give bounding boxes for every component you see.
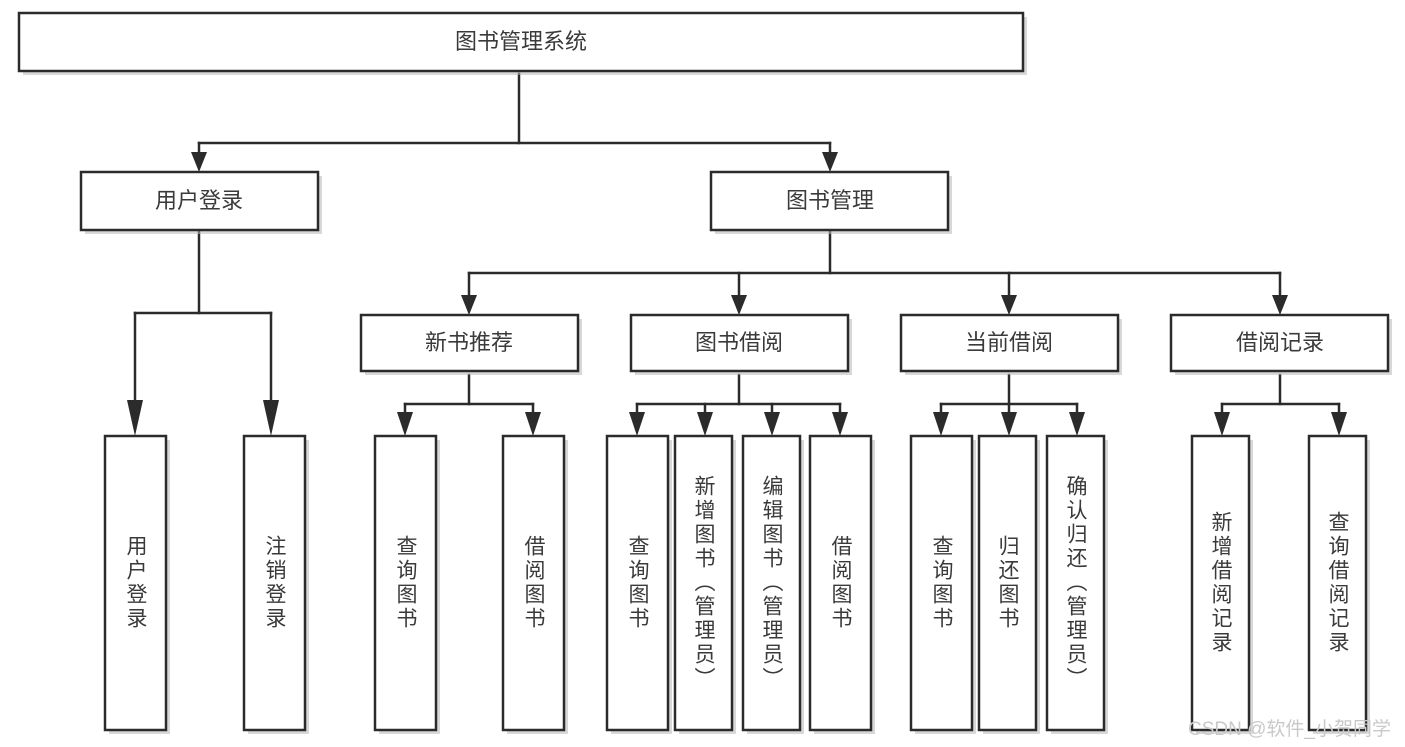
label-leaf-confirm-return: 确认归还（管理员） [1064, 475, 1087, 691]
connector-layer [127, 72, 1347, 436]
node-leaf-query-book-3[interactable] [909, 434, 974, 732]
vertical-label-layer: 用户登录 注销登录 查询图书 借阅图书 查询图书 [124, 475, 1349, 691]
node-layer [17, 11, 1392, 734]
node-leaf-query-record[interactable] [1307, 434, 1368, 732]
node-newbook[interactable] [359, 313, 580, 373]
label-leaf-query-book-2: 查询图书 [626, 535, 649, 631]
arrowhead-leaf-add-book-icon [697, 412, 713, 436]
label-leaf-query-book-3: 查询图书 [930, 535, 953, 631]
arrowhead-borrow-icon [731, 295, 747, 315]
arrowhead-leaf-user-login-icon [127, 400, 143, 436]
label-leaf-add-book: 新增图书（管理员） [692, 475, 715, 691]
node-leaf-user-login[interactable] [103, 434, 168, 732]
node-login[interactable] [79, 170, 320, 232]
label-leaf-edit-book: 编辑图书（管理员） [760, 475, 783, 691]
node-leaf-query-book-1[interactable] [373, 434, 438, 732]
arrowhead-leaf-query-book-3-icon [933, 412, 949, 436]
node-bookmgr[interactable] [709, 170, 950, 232]
arrowhead-leaf-query-record-icon [1331, 412, 1347, 436]
arrowhead-leaf-user-logout-icon [263, 400, 279, 436]
arrowhead-records-icon [1272, 295, 1288, 315]
label-leaf-return-book: 归还图书 [996, 535, 1019, 631]
arrowhead-leaf-add-record-icon [1214, 412, 1230, 436]
arrowhead-bookmgr-icon [822, 152, 838, 172]
node-leaf-borrow-book-1[interactable] [501, 434, 566, 732]
arrowhead-leaf-edit-book-icon [764, 412, 780, 436]
arrowhead-leaf-borrow-book-1-icon [525, 412, 541, 436]
node-leaf-borrow-book-2[interactable] [808, 434, 873, 732]
label-root: 图书管理系统 [455, 29, 587, 54]
node-leaf-add-book[interactable] [673, 434, 734, 732]
node-leaf-user-logout[interactable] [242, 434, 307, 732]
label-bookmgr: 图书管理 [786, 188, 874, 213]
node-leaf-query-book-2[interactable] [605, 434, 670, 732]
arrowhead-current-icon [1001, 295, 1017, 315]
arrowhead-leaf-query-book-1-icon [397, 412, 413, 436]
label-leaf-query-book-1: 查询图书 [394, 535, 417, 631]
label-login: 用户登录 [155, 188, 243, 213]
label-newbook: 新书推荐 [425, 330, 513, 355]
label-records: 借阅记录 [1236, 330, 1324, 355]
label-leaf-user-login: 用户登录 [124, 535, 147, 631]
node-current[interactable] [899, 313, 1120, 373]
node-records[interactable] [1169, 313, 1390, 373]
arrowhead-leaf-confirm-return-icon [1069, 412, 1085, 436]
csdn-watermark: CSDN @软件_小贺同学 [1188, 719, 1391, 740]
node-leaf-confirm-return[interactable] [1045, 434, 1106, 732]
arrowhead-leaf-query-book-2-icon [629, 412, 645, 436]
arrowhead-login-icon [191, 152, 207, 172]
node-leaf-add-record[interactable] [1190, 434, 1251, 732]
arrowhead-newbook-icon [461, 295, 477, 315]
label-leaf-borrow-book-2: 借阅图书 [829, 535, 852, 631]
arrowhead-leaf-borrow-book-2-icon [832, 412, 848, 436]
node-borrow[interactable] [629, 313, 850, 373]
node-leaf-return-book[interactable] [977, 434, 1038, 732]
node-leaf-edit-book[interactable] [741, 434, 802, 732]
node-root[interactable] [17, 11, 1025, 73]
arrowhead-leaf-return-book-icon [1001, 412, 1017, 436]
label-current: 当前借阅 [965, 330, 1053, 355]
horizontal-label-layer: 图书管理系统 用户登录 图书管理 新书推荐 图书借阅 当前借阅 借阅记录 [155, 29, 1324, 355]
label-borrow: 图书借阅 [695, 330, 783, 355]
label-leaf-borrow-book-1: 借阅图书 [522, 535, 545, 631]
label-leaf-query-record: 查询借阅记录 [1326, 511, 1349, 655]
label-leaf-add-record: 新增借阅记录 [1209, 511, 1232, 655]
label-leaf-user-logout: 注销登录 [263, 535, 286, 631]
